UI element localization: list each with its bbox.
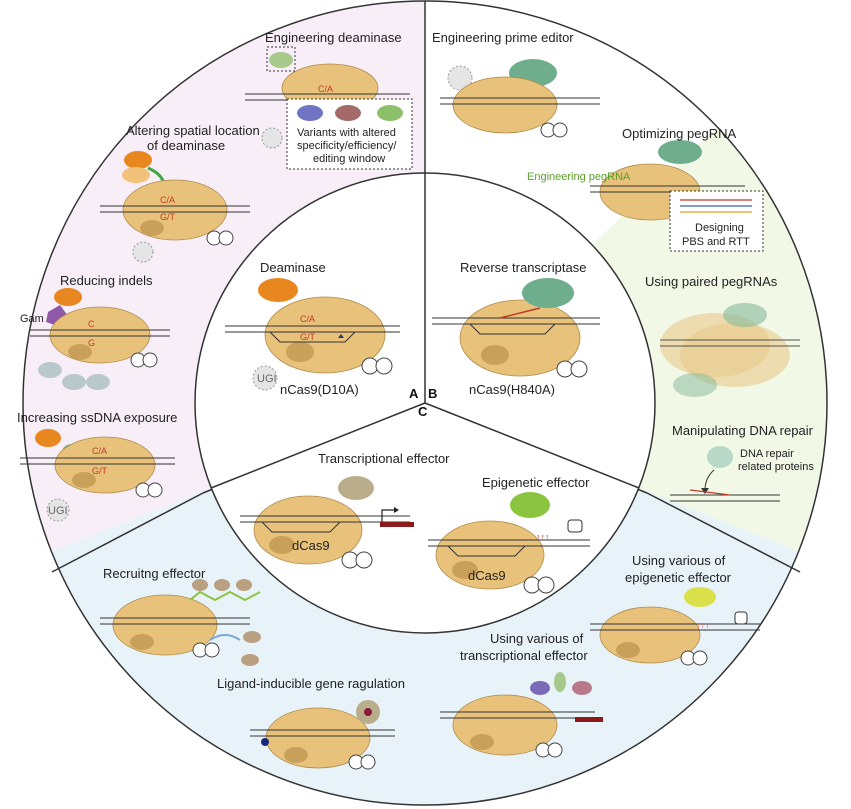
outer-b-paired-pegrnas <box>660 303 800 397</box>
inner-reverse-transcriptase-label: Reverse transcriptase <box>460 260 586 275</box>
variants-line3: editing window <box>313 153 385 165</box>
inner-c-transcriptional-cas9 <box>240 476 414 569</box>
recruiting-effector-label: Recruitng effector <box>103 566 206 581</box>
inner-a-gt: G/T <box>300 332 316 342</box>
inner-transcriptional-effector-label: Transcriptional effector <box>318 451 450 466</box>
inner-c-epigenetic-cas9: ↑↑↑ <box>428 492 590 594</box>
engineering-pegrna-label: Engineering pegRNA <box>527 171 631 183</box>
outer-a-indels-c: C <box>88 319 95 329</box>
variants-line2: specificity/efficiency/ <box>297 140 397 152</box>
divider-outer-left <box>51 492 204 573</box>
divider-outer-right <box>646 492 801 573</box>
ligand-inducible-label: Ligand-inducible gene ragulation <box>217 676 405 691</box>
inner-divider-right <box>424 402 640 489</box>
inner-dcas9-right-label: dCas9 <box>468 568 506 583</box>
outer-b-engineering-prime-editor <box>440 59 600 138</box>
outer-b-optimizing-pegrna <box>590 140 764 252</box>
outer-a-top-ca: C/A <box>318 84 333 94</box>
designing-line1: Designing <box>695 222 744 234</box>
engineering-deaminase-label: Engineering deaminase <box>265 30 402 45</box>
inner-ugi-label: UGI <box>257 373 277 385</box>
outer-a-indels-g: G <box>88 338 95 348</box>
section-a-label: A <box>409 386 419 401</box>
reducing-indels-label: Reducing indels <box>60 273 153 288</box>
various-transcriptional-line2: transcriptional effector <box>460 648 588 663</box>
various-epigenetic-line1: Using various of <box>632 553 726 568</box>
altering-line2: of deaminase <box>147 138 225 153</box>
inner-b-cas9 <box>432 278 600 378</box>
inner-a-cas9 <box>225 278 400 391</box>
altering-line1: Altering spatial location <box>126 123 260 138</box>
outer-a-altering-gt: G/T <box>160 212 176 222</box>
optimizing-pegrna-label: Optimizing pegRNA <box>622 126 736 141</box>
outer-a-reducing-indels <box>30 288 170 390</box>
inner-deaminase-label: Deaminase <box>260 260 326 275</box>
outer-a-ugi-label: UGI <box>48 505 68 517</box>
outer-a-increasing-ssdna <box>20 429 175 522</box>
svg-text:↑↑↑: ↑↑↑ <box>696 620 710 630</box>
inner-nCas9-h840a-label: nCas9(H840A) <box>469 382 555 397</box>
gam-label: Gam <box>20 313 44 325</box>
increasing-ssdna-label: Increasing ssDNA exposure <box>17 410 177 425</box>
outer-c-ligand-inducible <box>250 700 395 770</box>
outer-a-altering-spatial <box>100 151 250 263</box>
inner-dcas9-left-label: dCas9 <box>292 538 330 553</box>
designing-line2: PBS and RTT <box>682 236 750 248</box>
section-b-label: B <box>428 386 437 401</box>
engineering-prime-editor-label: Engineering prime editor <box>432 30 574 45</box>
inner-a-ca: C/A <box>300 314 315 324</box>
dna-repair-line2: related proteins <box>738 461 814 473</box>
inner-epigenetic-effector-label: Epigenetic effector <box>482 475 590 490</box>
dna-repair-line1: DNA repair <box>740 448 794 460</box>
outer-a-engineering-deaminase <box>245 46 413 170</box>
outer-c-various-transcriptional <box>440 672 603 758</box>
section-c-label: C <box>418 404 428 419</box>
outer-a-ssdna-gt: G/T <box>92 466 108 476</box>
inner-nCas9-d10a-label: nCas9(D10A) <box>280 382 359 397</box>
various-epigenetic-line2: epigenetic effector <box>625 570 732 585</box>
inner-divider-left <box>210 402 426 489</box>
using-paired-label: Using paired pegRNAs <box>645 274 778 289</box>
manipulating-dna-repair-label: Manipulating DNA repair <box>672 423 814 438</box>
various-transcriptional-line1: Using various of <box>490 631 584 646</box>
outer-c-various-epigenetic: ↑↑↑ <box>590 587 760 666</box>
outer-a-ssdna-ca: C/A <box>92 446 107 456</box>
outer-c-recruiting <box>100 579 261 666</box>
svg-text:↑↑↑: ↑↑↑ <box>536 532 550 542</box>
outer-a-altering-ca: C/A <box>160 195 175 205</box>
outer-b-dna-repair <box>670 446 780 502</box>
variants-line1: Variants with altered <box>297 127 396 139</box>
